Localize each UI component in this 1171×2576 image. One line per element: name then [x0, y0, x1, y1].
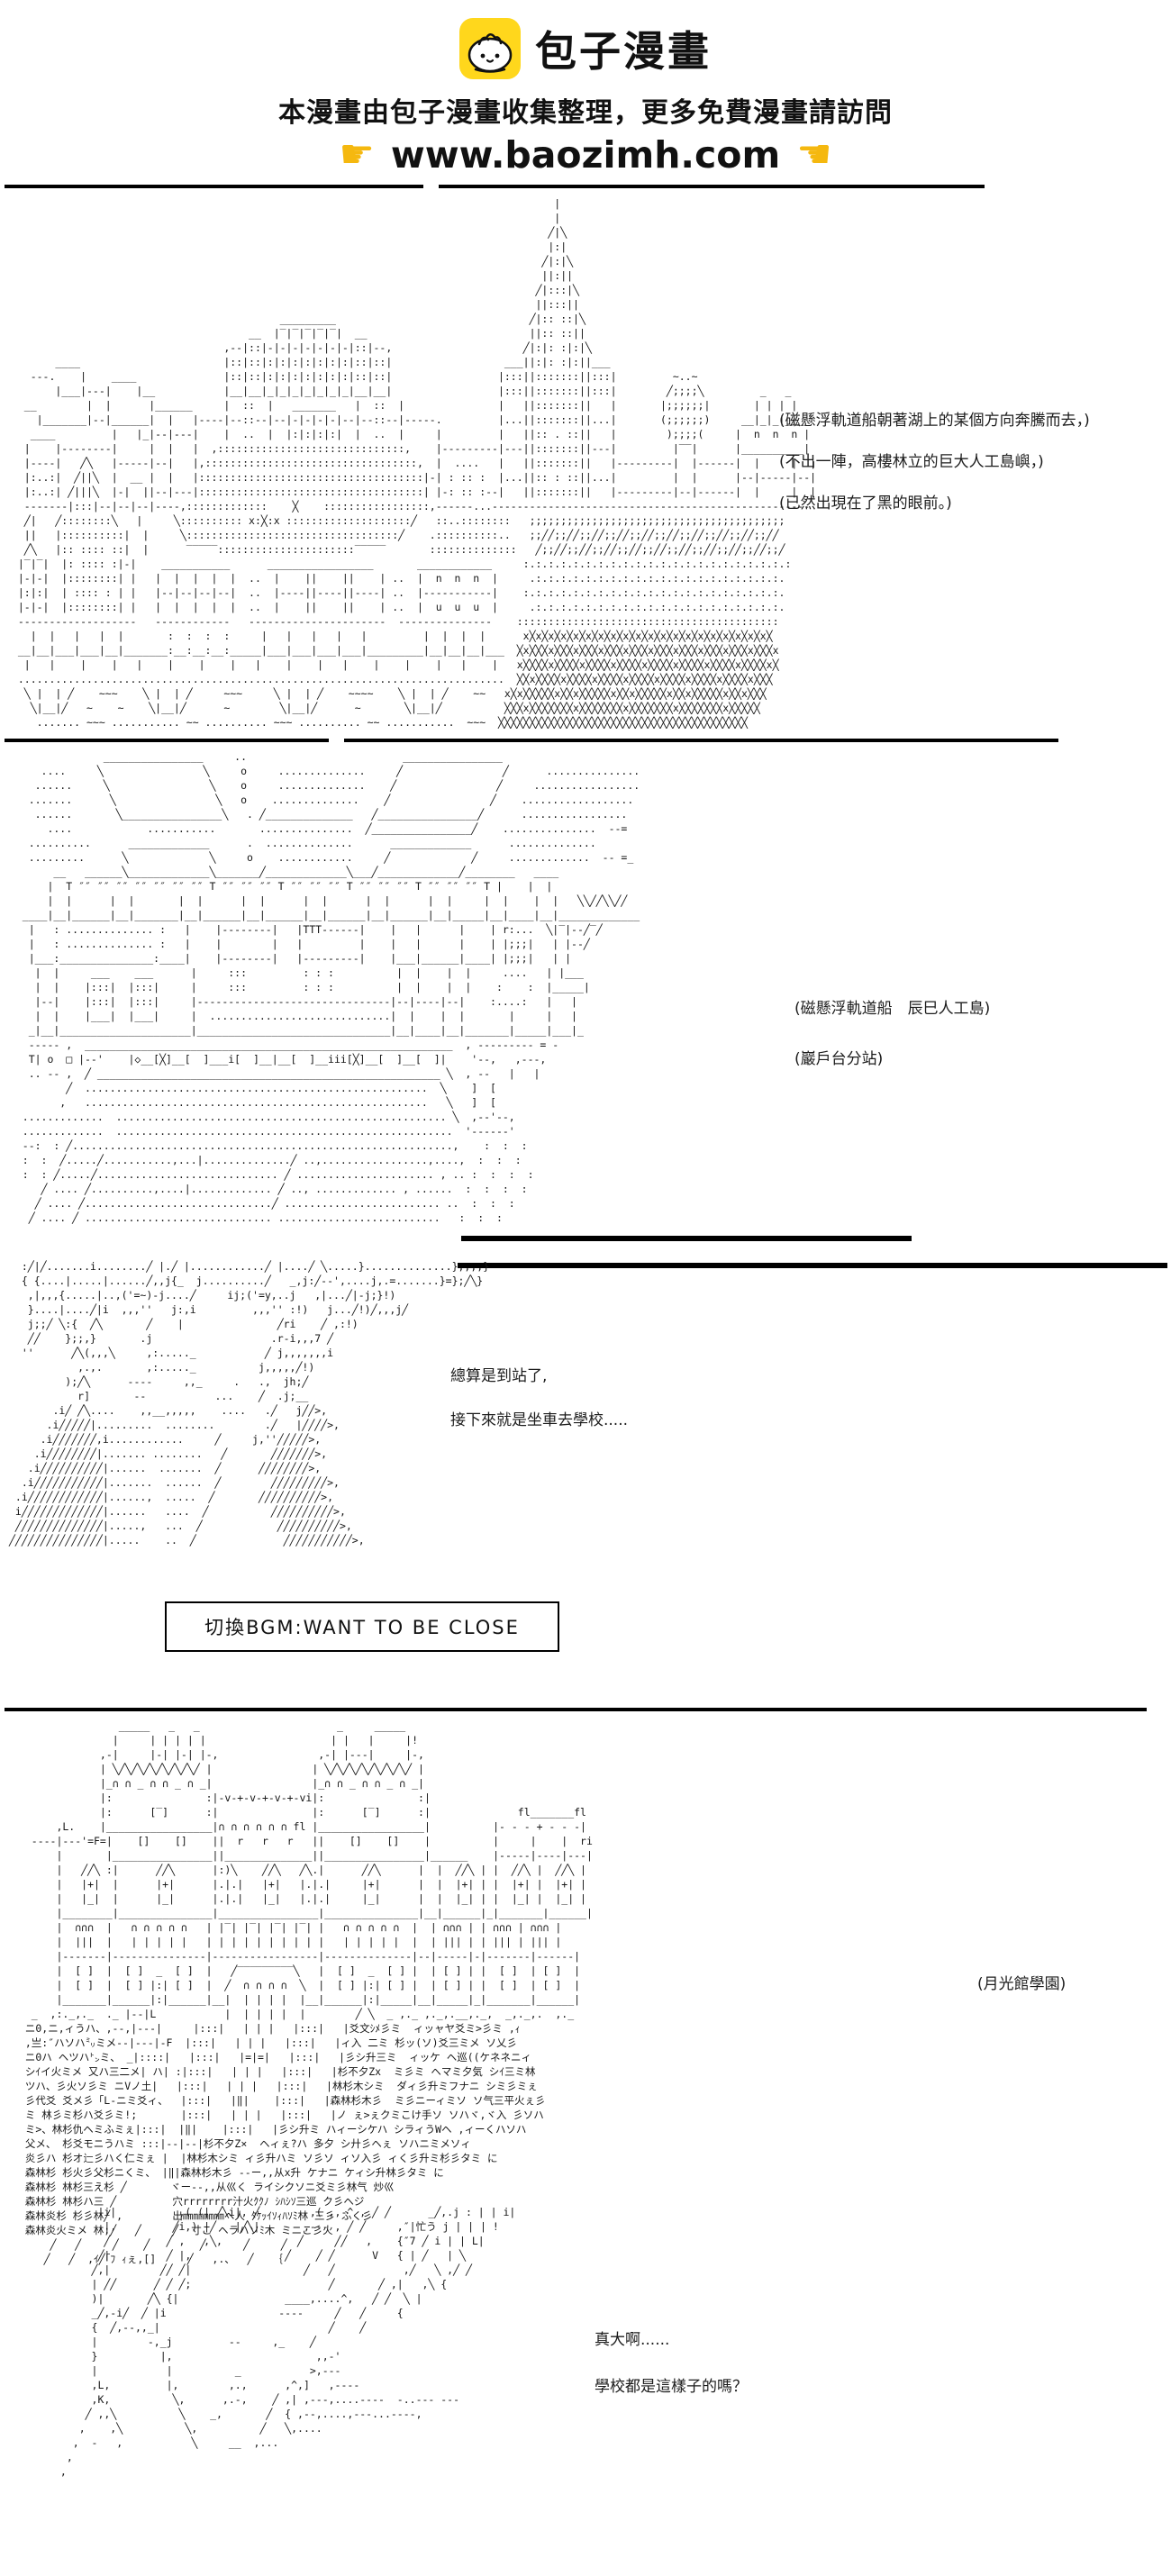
school-caption: (月光館學園) — [977, 1971, 1066, 1993]
section-divider — [439, 185, 985, 188]
section-divider — [5, 185, 423, 188]
bgm-label: 切換BGM:WANT TO BE CLOSE — [204, 1617, 520, 1638]
caption-line: (磁懸浮軌道船 辰巳人工島) — [794, 1000, 991, 1018]
reaction-dialogue: 真大啊...... 學校都是這樣子的嗎？ — [595, 2317, 748, 2410]
reaction-face-ascii-art: |i| ,( (| ╱╲i|, ╱ ,( ,,-^ , ╱ ╱ _╱,.j : … — [59, 2206, 516, 2478]
brand-row: 包子漫畫 — [0, 14, 1171, 83]
pointing-hand-left-icon: ☚ — [796, 132, 832, 177]
city-captions: (磁懸浮軌道船朝著湖上的某個方向奔騰而去，) (不出一陣，高樓林立的巨大人工島嶼… — [779, 400, 1090, 524]
city-ascii-art: | | ╱|╲ — [17, 197, 817, 729]
brand-title: 包子漫畫 — [535, 27, 712, 76]
caption-line: (磁懸浮軌道船朝著湖上的某個方向奔騰而去，) — [779, 412, 1090, 430]
section-divider — [5, 1708, 1147, 1711]
site-url: www.baozimh.com — [390, 133, 781, 177]
section-divider — [344, 739, 1058, 742]
site-url-row: ☛ www.baozimh.com ☚ — [0, 133, 1171, 177]
section-divider — [5, 739, 329, 742]
caption-line: (月光館學園) — [977, 1975, 1067, 1993]
arrival-dialogue: 總算是到站了, 接下來就是坐車去學校..... — [450, 1355, 628, 1443]
platform-line — [458, 1263, 1167, 1268]
dialogue-line: 真大啊...... — [595, 2331, 670, 2349]
caption-line: (已然出現在了黑的眼前。) — [779, 494, 952, 512]
bgm-change-box: 切換BGM:WANT TO BE CLOSE — [165, 1601, 559, 1652]
dialogue-line: 總算是到站了, — [450, 1367, 548, 1385]
protagonist-face-ascii-art: :╱|╱.......i........╱ |.╱ |............╱… — [9, 1260, 490, 1547]
platform-line — [461, 1236, 912, 1241]
dialogue-line: 學校都是這樣子的嗎？ — [595, 2378, 748, 2396]
station-ascii-art: ________________ .. ________________ ...… — [22, 750, 640, 1224]
baozi-logo-icon — [459, 18, 521, 79]
pointing-hand-right-icon: ☛ — [339, 132, 375, 177]
station-captions: (磁懸浮軌道船 辰巳人工島) (巖戶台分站) — [794, 984, 990, 1084]
dialogue-line: 接下來就是坐車去學校..... — [450, 1411, 629, 1429]
caption-line: (不出一陣，高樓林立的巨大人工島嶼，) — [779, 453, 1044, 471]
site-header: 包子漫畫 本漫畫由包子漫畫收集整理，更多免費漫畫請訪問 ☛ www.baozim… — [0, 14, 1171, 177]
site-tagline: 本漫畫由包子漫畫收集整理，更多免費漫畫請訪問 — [278, 97, 893, 129]
caption-line: (巖戶台分站) — [794, 1050, 884, 1068]
school-ascii-art: _____ _ _ _ _____ | | | | | | | | | |! ,… — [24, 1719, 593, 2265]
